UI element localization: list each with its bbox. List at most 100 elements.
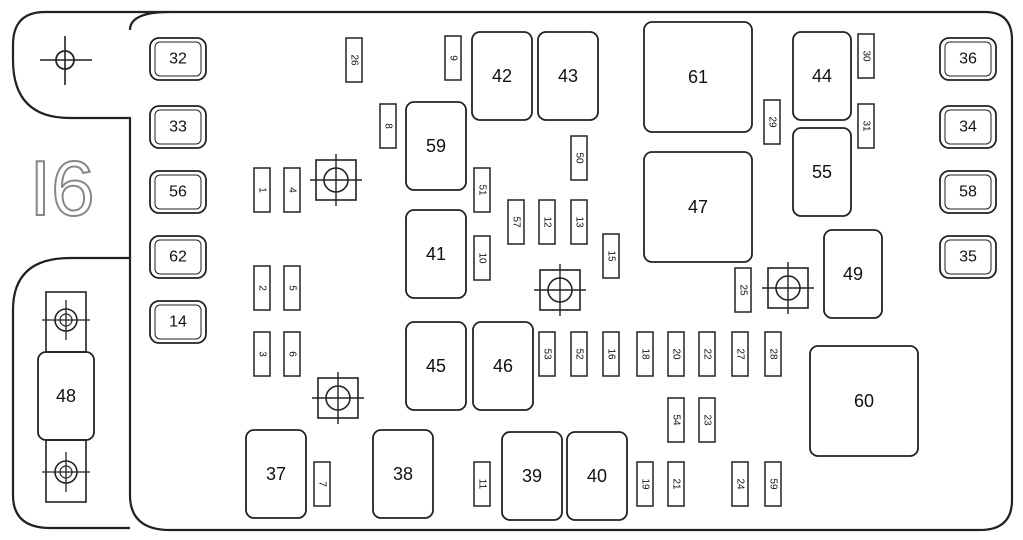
mini-fuse-label: 11: [477, 479, 488, 490]
mini-fuse-label: 28: [768, 348, 779, 360]
mini-fuse-label: 29: [767, 116, 778, 128]
location-id-label: I6: [29, 144, 94, 232]
relay-61: 61: [643, 21, 753, 133]
side-fuse-58: 58: [939, 170, 997, 214]
mini-fuse-1: 1: [253, 167, 271, 213]
mini-fuse-label: 2: [257, 285, 268, 291]
mini-fuse-12: 12: [538, 199, 556, 245]
mini-fuse-label: 52: [574, 348, 585, 360]
side-fuse-14: 14: [149, 300, 207, 344]
side-fuse-label: 35: [959, 249, 977, 266]
relay-label: 46: [493, 356, 513, 376]
mini-fuse-22: 22: [698, 331, 716, 377]
mini-fuse-label: 20: [671, 348, 682, 360]
mini-fuse-54: 54: [667, 397, 685, 443]
mini-fuse-15: 15: [602, 233, 620, 279]
mini-fuse-label: 25: [738, 284, 749, 296]
relay-42: 42: [471, 31, 533, 121]
relay-label: 55: [812, 162, 832, 182]
bolt-crosshair-icon: [534, 264, 586, 316]
mini-fuse-label: 51: [477, 184, 488, 196]
relay-label: 49: [843, 264, 863, 284]
relay-label: 37: [266, 464, 286, 484]
mini-fuse-3: 3: [253, 331, 271, 377]
mini-fuse-9: 9: [444, 35, 462, 81]
relay-label: 43: [558, 66, 578, 86]
side-fuse-label: 34: [959, 119, 977, 136]
relay-label: 41: [426, 244, 446, 264]
mini-fuse-label: 21: [671, 478, 682, 490]
mini-fuse-label: 26: [349, 54, 360, 66]
mini-fuse-label: 3: [257, 351, 268, 357]
bolt-crosshair-icon: [310, 154, 362, 206]
relay-label: 59: [426, 136, 446, 156]
relay-label: 42: [492, 66, 512, 86]
mini-fuse-label: 50: [574, 152, 585, 164]
side-fuse-label: 14: [169, 314, 187, 331]
mini-fuse-6: 6: [283, 331, 301, 377]
side-fuse-label: 36: [959, 51, 977, 68]
relay-49: 49: [823, 229, 883, 319]
relay-label: 45: [426, 356, 446, 376]
mini-fuse-label: 53: [542, 348, 553, 360]
mini-fuse-label: 5: [287, 285, 298, 291]
mini-fuse-26: 26: [345, 37, 363, 83]
mini-fuse-53: 53: [538, 331, 556, 377]
side-fuse-32: 32: [149, 37, 207, 81]
relay-43: 43: [537, 31, 599, 121]
mini-fuse-50: 50: [570, 135, 588, 181]
mini-fuse-label: 13: [574, 216, 585, 228]
bolt-crosshair-icon: [762, 262, 814, 314]
relay-41: 41: [405, 209, 467, 299]
side-fuse-62: 62: [149, 235, 207, 279]
mini-fuse-label: 8: [383, 123, 394, 129]
mini-fuse-28: 28: [764, 331, 782, 377]
relay-55: 55: [792, 127, 852, 217]
mini-fuse-label: 22: [702, 348, 713, 360]
mini-fuse-2: 2: [253, 265, 271, 311]
side-fuse-56: 56: [149, 170, 207, 214]
mini-fuse-label: 6: [287, 351, 298, 357]
mini-fuse-18: 18: [636, 331, 654, 377]
mount-crosshair-icon: [40, 36, 92, 85]
mini-fuse-label: 7: [317, 481, 328, 487]
mini-fuse-11: 11: [473, 461, 491, 507]
mini-fuse-label: 1: [257, 187, 268, 193]
mini-fuse-21: 21: [667, 461, 685, 507]
housing-outline: [11, 10, 1014, 532]
mini-fuse-30: 30: [857, 33, 875, 79]
relay-44: 44: [792, 31, 852, 121]
relay-48: 48: [37, 351, 95, 441]
mini-fuse-8: 8: [379, 103, 397, 149]
mini-fuse-7: 7: [313, 461, 331, 507]
mini-fuse-label: 18: [640, 348, 651, 360]
mini-fuse-label: 10: [477, 252, 488, 264]
relay-label: 48: [56, 386, 76, 406]
relay-label: 38: [393, 464, 413, 484]
mini-fuse-5: 5: [283, 265, 301, 311]
relay-label: 39: [522, 466, 542, 486]
mini-fuse-label: 57: [511, 216, 522, 228]
mini-fuse-label: 19: [640, 478, 651, 490]
relay-label: 44: [812, 66, 832, 86]
side-fuse-34: 34: [939, 105, 997, 149]
relay-59: 59: [405, 101, 467, 191]
relay-39: 39: [501, 431, 563, 521]
housing-lower-lobe: [11, 256, 130, 530]
mini-fuse-label: 54: [671, 414, 682, 426]
relay-label: 60: [854, 391, 874, 411]
mini-fuse-label: 23: [702, 414, 713, 426]
relay-38: 38: [372, 429, 434, 519]
mini-fuse-label: 12: [542, 216, 553, 228]
relay-label: 47: [688, 197, 708, 217]
mini-fuse-13: 13: [570, 199, 588, 245]
mini-fuse-label: 15: [606, 250, 617, 262]
mini-fuse-label: 24: [735, 478, 746, 490]
mini-fuse-19: 19: [636, 461, 654, 507]
side-fuse-label: 58: [959, 184, 977, 201]
mini-fuse-27: 27: [731, 331, 749, 377]
mini-fuse-25: 25: [734, 267, 752, 313]
relay-37: 37: [245, 429, 307, 519]
side-fuse-36: 36: [939, 37, 997, 81]
